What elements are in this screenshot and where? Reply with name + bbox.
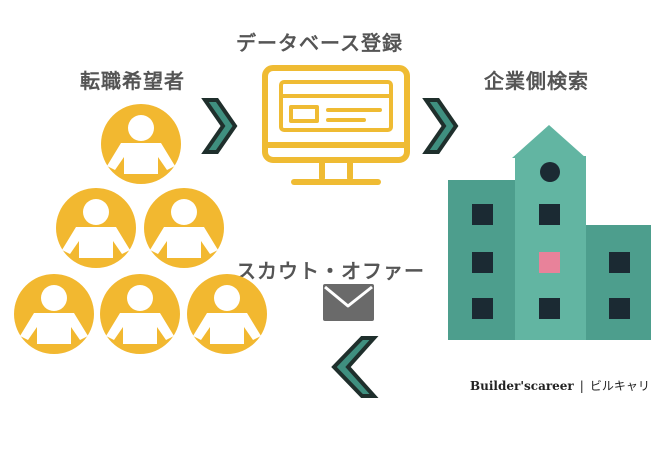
credit-text: Builder'scareer | ビルキャリ [470,377,650,394]
person-icon [187,274,267,354]
credit-separator: | [579,379,584,393]
company-search-label: 企業側検索 [484,69,589,93]
database-registration-label: データベース登録 [236,31,403,55]
chevron-left-icon [331,336,379,398]
envelope-icon [323,284,374,321]
person-icon [101,104,181,184]
building-icon [448,125,651,340]
monitor-icon [262,65,410,185]
person-icon [100,274,180,354]
brand-name: Builder'scareer [470,379,574,393]
person-icon [14,274,94,354]
scout-offer-label: スカウト・オファー [236,259,425,283]
chevron-right-icon [203,98,237,154]
person-icon [144,188,224,268]
job-seekers-label: 転職希望者 [80,69,185,93]
brand-kana: ビルキャリ [589,379,650,393]
chevron-right-icon [424,98,458,154]
person-icon [56,188,136,268]
